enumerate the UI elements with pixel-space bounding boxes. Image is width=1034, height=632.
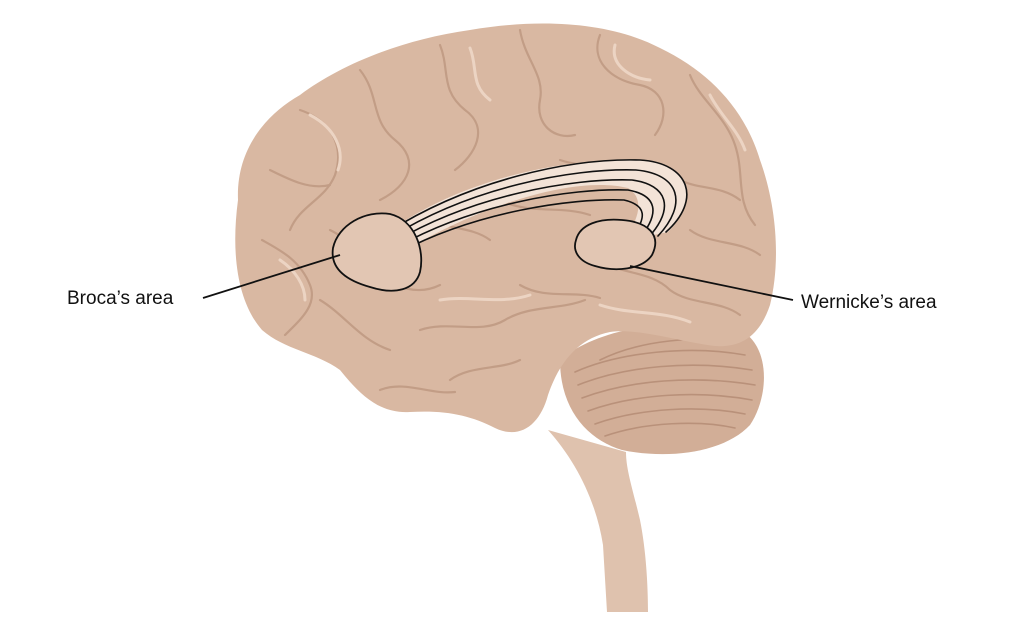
wernicke-area-label: Wernicke’s area [801,292,937,313]
wernicke-leader-line [629,265,794,301]
cerebellum [560,323,764,455]
broca-area-label: Broca’s area [67,288,174,309]
brainstem [548,430,648,612]
broca-leader-line [202,254,341,299]
broca-area-region [331,212,423,292]
wernicke-area-region [574,218,657,271]
arcuate-fasciculus [387,159,688,253]
cerebrum [235,23,776,433]
